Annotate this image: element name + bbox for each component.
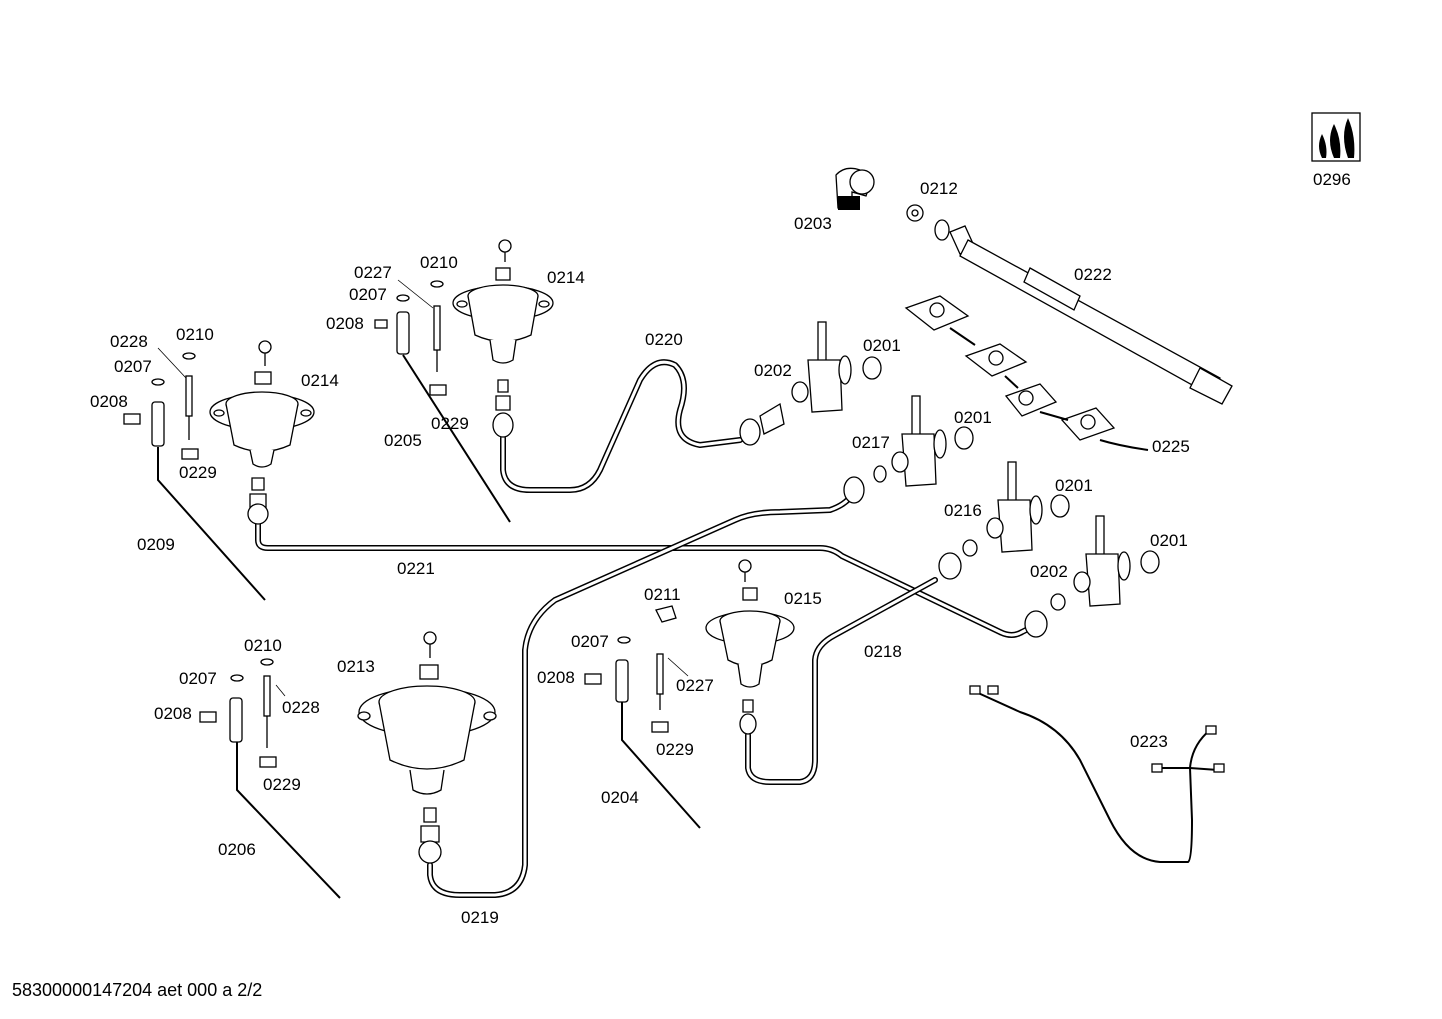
label-0203: 0203 bbox=[794, 214, 832, 233]
label-0229-bottom-left: 0229 bbox=[263, 775, 301, 794]
document-footer-code: 58300000147204 aet 000 a 2/2 bbox=[12, 980, 263, 1000]
electrodes bbox=[123, 279, 701, 899]
label-0204: 0204 bbox=[601, 788, 639, 807]
label-0207-bottom-left: 0207 bbox=[179, 669, 217, 688]
label-0207-left: 0207 bbox=[114, 357, 152, 376]
label-0229-bottom-center: 0229 bbox=[656, 740, 694, 759]
burner-0215 bbox=[705, 559, 795, 735]
label-0208-top: 0208 bbox=[326, 314, 364, 333]
label-0227-top: 0227 bbox=[354, 263, 392, 282]
label-0210-top: 0210 bbox=[420, 253, 458, 272]
label-0215: 0215 bbox=[784, 589, 822, 608]
label-0219: 0219 bbox=[461, 908, 499, 927]
label-0296: 0296 bbox=[1313, 170, 1351, 189]
label-0220: 0220 bbox=[645, 330, 683, 349]
label-0229-left: 0229 bbox=[179, 463, 217, 482]
label-0228-bottom-left: 0228 bbox=[282, 698, 320, 717]
label-0209: 0209 bbox=[137, 535, 175, 554]
label-0201-b: 0201 bbox=[954, 408, 992, 427]
label-0228-left: 0228 bbox=[110, 332, 148, 351]
label-0227-bottom-center: 0227 bbox=[676, 676, 714, 695]
label-0211: 0211 bbox=[644, 585, 681, 604]
gas-ramp-0222 bbox=[934, 219, 1233, 405]
label-0229-top: 0229 bbox=[431, 414, 469, 433]
label-0223: 0223 bbox=[1130, 732, 1168, 751]
label-0206: 0206 bbox=[218, 840, 256, 859]
label-0201-a: 0201 bbox=[863, 336, 901, 355]
elbow-and-washer bbox=[835, 167, 924, 222]
ignition-switch-block-0225 bbox=[904, 295, 1149, 451]
label-0201-d: 0201 bbox=[1150, 531, 1188, 550]
label-0217: 0217 bbox=[852, 433, 890, 452]
label-0201-c: 0201 bbox=[1055, 476, 1093, 495]
label-0212: 0212 bbox=[920, 179, 958, 198]
label-0207-top: 0207 bbox=[349, 285, 387, 304]
label-0225: 0225 bbox=[1152, 437, 1190, 456]
label-0216: 0216 bbox=[944, 501, 982, 520]
label-0210-bottom-left: 0210 bbox=[244, 636, 282, 655]
label-0208-bottom-center: 0208 bbox=[537, 668, 575, 687]
burner-0214-top bbox=[452, 239, 554, 438]
label-0205: 0205 bbox=[384, 431, 422, 450]
label-0202-top: 0202 bbox=[754, 361, 792, 380]
label-0202-bottom: 0202 bbox=[1030, 562, 1068, 581]
label-0214-top: 0214 bbox=[547, 268, 585, 287]
label-0222: 0222 bbox=[1074, 265, 1112, 284]
label-0210-left: 0210 bbox=[176, 325, 214, 344]
label-0208-bottom-left: 0208 bbox=[154, 704, 192, 723]
label-0207-bottom-center: 0207 bbox=[571, 632, 609, 651]
wiring-harness-0223 bbox=[969, 685, 1225, 863]
flame-icon bbox=[1311, 112, 1361, 162]
gas-valves bbox=[739, 321, 1160, 638]
burner-0214-left bbox=[209, 340, 315, 525]
label-0208-left: 0208 bbox=[90, 392, 128, 411]
label-0218: 0218 bbox=[864, 642, 902, 661]
label-0213: 0213 bbox=[337, 657, 375, 676]
label-0221: 0221 bbox=[397, 559, 435, 578]
label-0214-left: 0214 bbox=[301, 371, 339, 390]
burner-0213 bbox=[357, 631, 497, 864]
part-labels: 0296 0203 0212 0222 0225 0227 0210 0207 … bbox=[90, 170, 1351, 927]
gas-tubes bbox=[255, 359, 1033, 898]
